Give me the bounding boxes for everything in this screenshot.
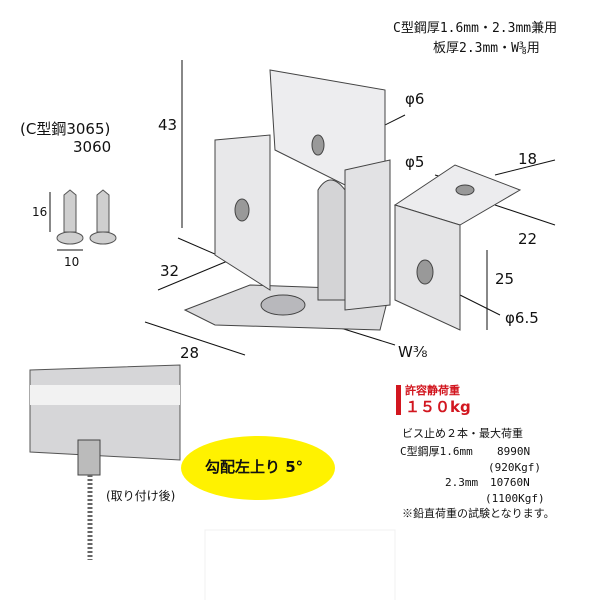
- dim-hole-large: φ6.5: [505, 309, 539, 327]
- hole-phi5-icon: [455, 184, 475, 196]
- dim-height: 43: [158, 116, 178, 134]
- slope-label: 勾配左上り 5°: [205, 458, 304, 476]
- hole-back-icon: [234, 198, 250, 222]
- dim-depth: 32: [160, 262, 180, 280]
- load-row1-value: 8990N: [497, 445, 531, 458]
- bolt-hole-w38: [260, 294, 306, 316]
- model-number: 3060: [73, 138, 112, 156]
- hole-phi65-icon: [416, 259, 434, 285]
- model-alt: (C型鋼3065): [20, 120, 111, 138]
- hole-phi6-icon: [311, 134, 325, 156]
- load-note: ※鉛直荷重の試験となります。: [402, 507, 555, 520]
- load-title: 許容静荷重: [405, 384, 460, 397]
- dim-side-depth: 22: [518, 230, 538, 248]
- screw-icons: [49, 189, 117, 251]
- load-row2-kgf: (1100Kgf): [485, 492, 545, 505]
- slope-badge: [181, 436, 335, 500]
- load-subtitle: ビス止め２本・最大荷重: [402, 427, 523, 440]
- dim-base-width: 28: [180, 344, 200, 362]
- load-row2-label: 2.3mm: [445, 476, 479, 489]
- dim-screw-length: 16: [32, 205, 48, 219]
- compat-line-2: 板厚2.3mm・W⅜用: [433, 41, 540, 56]
- dim-screw-width: 10: [64, 255, 80, 269]
- bracket-right-panel: [344, 159, 391, 311]
- install-caption: (取り付け後): [106, 489, 176, 503]
- bottom-panel: [204, 529, 396, 600]
- dim-side-width: 18: [518, 150, 538, 168]
- dim-hole-top: φ6: [405, 90, 425, 108]
- load-accent-bar: [396, 385, 401, 415]
- installed-view-illustration: [29, 364, 181, 560]
- compat-line-1: C型鋼厚1.6mm・2.3mm兼用: [393, 21, 558, 36]
- load-value: １５０kg: [405, 398, 471, 416]
- dim-side-height: 25: [495, 270, 515, 288]
- bracket-center-post: [317, 179, 346, 301]
- load-row2-value: 10760N: [490, 476, 530, 489]
- dim-hole-side: φ5: [405, 153, 425, 171]
- load-row1-kgf: (920Kgf): [488, 461, 541, 474]
- load-row1-label: C型鋼厚1.6mm: [400, 445, 473, 458]
- dim-bolt: W⅜: [398, 343, 428, 361]
